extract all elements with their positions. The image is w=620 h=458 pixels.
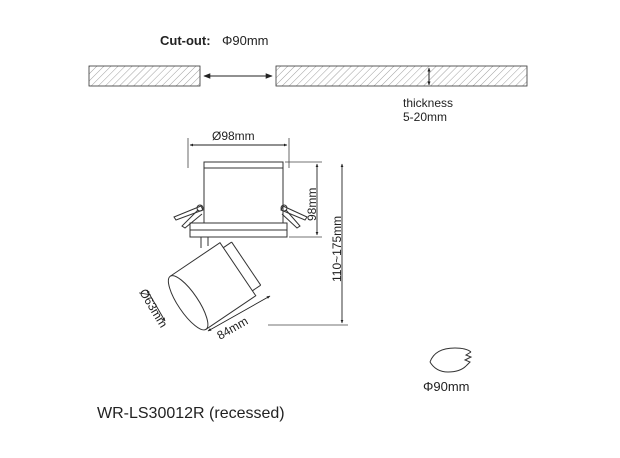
total-height-label: 110~175mm	[330, 216, 344, 282]
cutout-label: Cut-out:	[160, 33, 211, 48]
thickness-value: 5-20mm	[403, 110, 447, 124]
spotlight-head	[167, 241, 262, 331]
top-width-label: Ø98mm	[212, 129, 255, 143]
diameter-label: Ø63mm	[136, 286, 170, 330]
light-housing	[189, 161, 288, 248]
diameter-arrow	[146, 289, 166, 322]
hole-label: Φ90mm	[423, 379, 470, 394]
ceiling-panel-right	[275, 65, 528, 87]
ceiling-panel-left	[88, 65, 201, 87]
length-arrow	[207, 295, 271, 332]
height-label: 98mm	[305, 188, 319, 221]
thickness-label: thickness	[403, 96, 453, 110]
model-name: WR-LS30012R (recessed)	[97, 405, 285, 422]
spring-clip-right	[280, 204, 308, 229]
cutout-value: Φ90mm	[222, 33, 269, 48]
length-label: 84mm	[215, 314, 251, 343]
spring-clip-left	[173, 204, 204, 229]
hole-saw-icon	[429, 347, 473, 373]
